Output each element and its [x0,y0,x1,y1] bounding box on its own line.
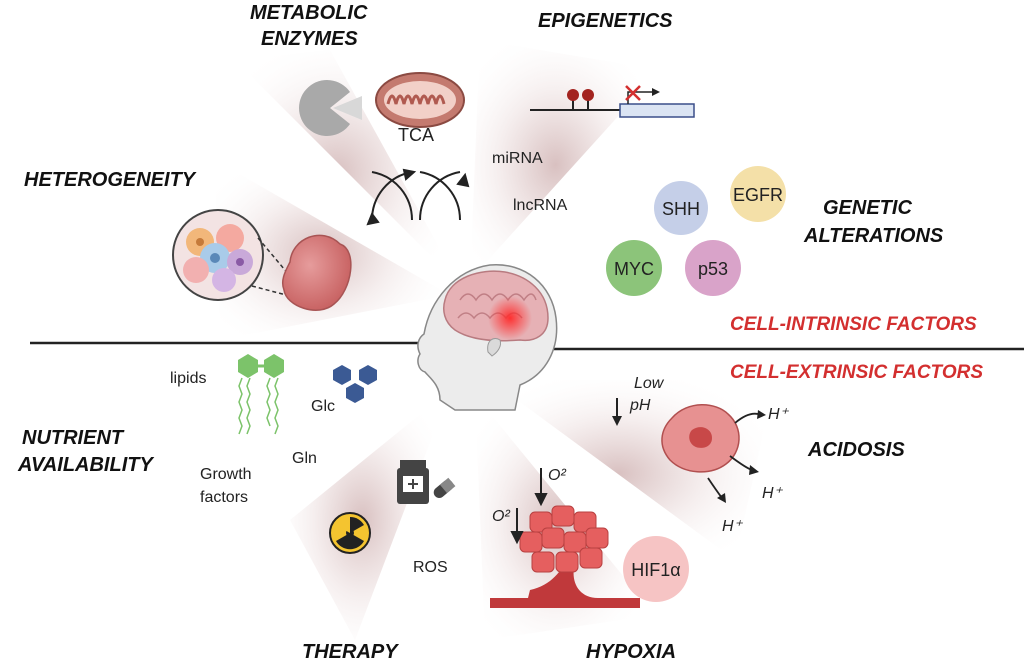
tumor-mass-icon [281,234,352,311]
label-low-ph-2: pH [629,397,651,414]
label-o2-upper: O² [548,467,566,484]
dashed-zoom-lines [251,237,291,297]
label-ros: ROS [413,559,448,576]
glucose-hexagons-icon [333,365,377,403]
section-title-acidosis: ACIDOSIS [807,439,905,461]
section-title-nutrient-2: AVAILABILITY [17,454,154,476]
radiation-hazard-icon [329,512,371,554]
gene-label-myc: MYC [614,259,654,279]
section-title-genetic-1: GENETIC [823,197,912,219]
label-o2-lower: O² [492,508,510,525]
gene-bubble-myc [606,240,662,296]
gene-bubble-p53 [685,240,741,296]
acidic-cell-icon [661,404,740,473]
medicine-bottle-icon [397,460,456,504]
child-head-icon [417,264,558,411]
cell-cluster-zoom-icon [172,209,264,301]
wedge-therapy [290,390,450,640]
label-h-plus-3: H⁺ [722,518,744,535]
gene-bubble-shh [654,181,708,235]
label-gln: Gln [292,450,317,467]
label-lncrna: lncRNA [513,197,568,214]
pacman-enzyme-icon [299,80,362,137]
section-title-epigenetics: EPIGENETICS [538,10,673,32]
label-tca: TCA [398,125,434,145]
section-title-metabolic-1: METABOLIC [250,2,368,24]
label-cell-intrinsic: CELL-INTRINSIC FACTORS [730,314,977,335]
label-cell-extrinsic: CELL-EXTRINSIC FACTORS [730,362,983,383]
gene-label-egfr: EGFR [733,185,783,205]
section-title-nutrient-1: NUTRIENT [22,427,125,449]
dna-methylation-icon [530,85,695,118]
cycle-arrows-icon [366,168,470,226]
gene-label-shh: SHH [662,199,700,219]
label-h-plus-2: H⁺ [762,485,784,502]
label-mirna: miRNA [492,150,543,167]
low-ph-arrow [612,398,622,426]
label-lipids: lipids [170,370,206,387]
section-title-genetic-2: ALTERATIONS [803,225,944,247]
wedge-metabolic [235,50,460,285]
oxygen-down-arrows [510,468,548,545]
label-low-ph-1: Low [634,375,665,392]
wedge-epigenetics [470,40,660,280]
label-hif1a: HIF1α [631,560,680,580]
gene-label-p53: p53 [698,259,728,279]
section-title-metabolic-2: ENZYMES [261,28,358,50]
section-title-heterogeneity: HETEROGENEITY [24,169,197,191]
label-growth-factors-2: factors [200,489,248,506]
hypoxic-tumor-vessel-icon [490,505,640,608]
sector-wedges [215,40,775,640]
gene-bubble-egfr [730,166,786,222]
label-glc: Glc [311,398,335,415]
section-title-therapy: THERAPY [302,641,399,663]
proton-arrowheads [717,410,766,503]
lipid-molecule-icon [238,354,284,435]
mitochondrion-icon [375,72,465,128]
section-title-hypoxia: HYPOXIA [586,641,676,663]
label-h-plus-1: H⁺ [768,406,790,423]
gene-bubbles: SHH EGFR MYC p53 [606,166,786,296]
label-growth-factors-1: Growth [200,466,252,483]
hif1a-bubble [623,536,689,602]
